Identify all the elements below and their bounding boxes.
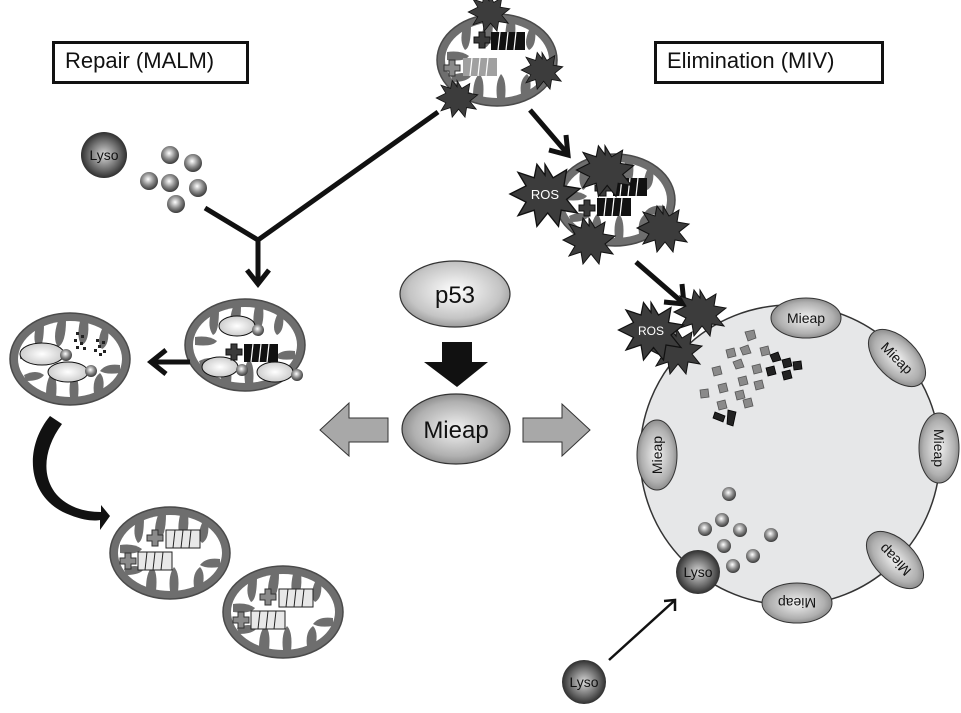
- svg-text:p53: p53: [435, 282, 475, 309]
- ros-icon: [636, 205, 690, 253]
- repaired-mitochondrion-1: [109, 506, 231, 600]
- gray-arrow-left-to-repair: [319, 401, 389, 458]
- svg-text:Mieap: Mieap: [649, 436, 665, 474]
- lyso-to-vacuole-arrow: [608, 598, 677, 661]
- p53-to-mieap-arrow: [424, 342, 488, 387]
- vacuole-mieap-bottom: Mieap: [761, 582, 833, 624]
- vesicles-to-repair-line: [203, 205, 260, 243]
- repaired-mitochondrion-2: [222, 565, 344, 659]
- repair-malm-label: Repair (MALM): [52, 41, 249, 84]
- repair-left-arrow: [146, 348, 190, 376]
- engulfed-mitochondrion: ROS: [617, 289, 727, 375]
- svg-text:Mieap: Mieap: [931, 429, 947, 467]
- repair-down-arrowhead: [245, 268, 271, 289]
- gray-arrow-right-to-elimination: [522, 402, 591, 458]
- vacuole-mieap-upper-right: Mieap: [867, 328, 927, 388]
- ros-label: ROS: [531, 187, 560, 202]
- lysosome-vesicles-top: [140, 146, 207, 213]
- curved-arrow-to-repaired: [32, 416, 110, 530]
- lysosome-top: Lyso: [81, 132, 127, 178]
- vacuole-mieap-left: Mieap: [636, 419, 678, 491]
- lysosome-vacuole: Lyso: [676, 550, 720, 594]
- vacuole-mieap-lower-right: Mieap: [865, 530, 925, 590]
- ros-mitochondrion: ROS: [509, 145, 690, 265]
- mito-to-repair-line: [256, 109, 440, 243]
- vacuole-mieap-right: Mieap: [918, 412, 960, 484]
- lysosome-bottom: Lyso: [562, 660, 606, 704]
- mitochondrion-repair-degradation: [9, 312, 131, 406]
- svg-text:Lyso: Lyso: [569, 674, 598, 690]
- damaged-mitochondrion-top: [435, 0, 564, 118]
- p53-node: p53: [399, 260, 511, 328]
- svg-text:Mieap: Mieap: [423, 417, 488, 444]
- svg-text:Mieap: Mieap: [778, 595, 816, 611]
- ros-label-2: ROS: [638, 324, 664, 338]
- mieap-center-node: Mieap: [401, 393, 511, 465]
- lysosome-vesicles-vacuole: [698, 487, 778, 573]
- svg-text:Lyso: Lyso: [683, 564, 712, 580]
- svg-text:Mieap: Mieap: [787, 310, 825, 326]
- elimination-miv-label: Elimination (MIV): [654, 41, 884, 84]
- mito-debris-fragments: [699, 329, 803, 427]
- arrow-to-vacuole: [634, 260, 687, 307]
- lyso-top-label: Lyso: [89, 147, 118, 163]
- mitochondrion-repair-fusion: [184, 298, 306, 392]
- vacuole-mieap-top: Mieap: [770, 297, 842, 339]
- repair-pathway-arrows: [203, 109, 440, 289]
- arrow-to-ros-mito: [528, 108, 571, 159]
